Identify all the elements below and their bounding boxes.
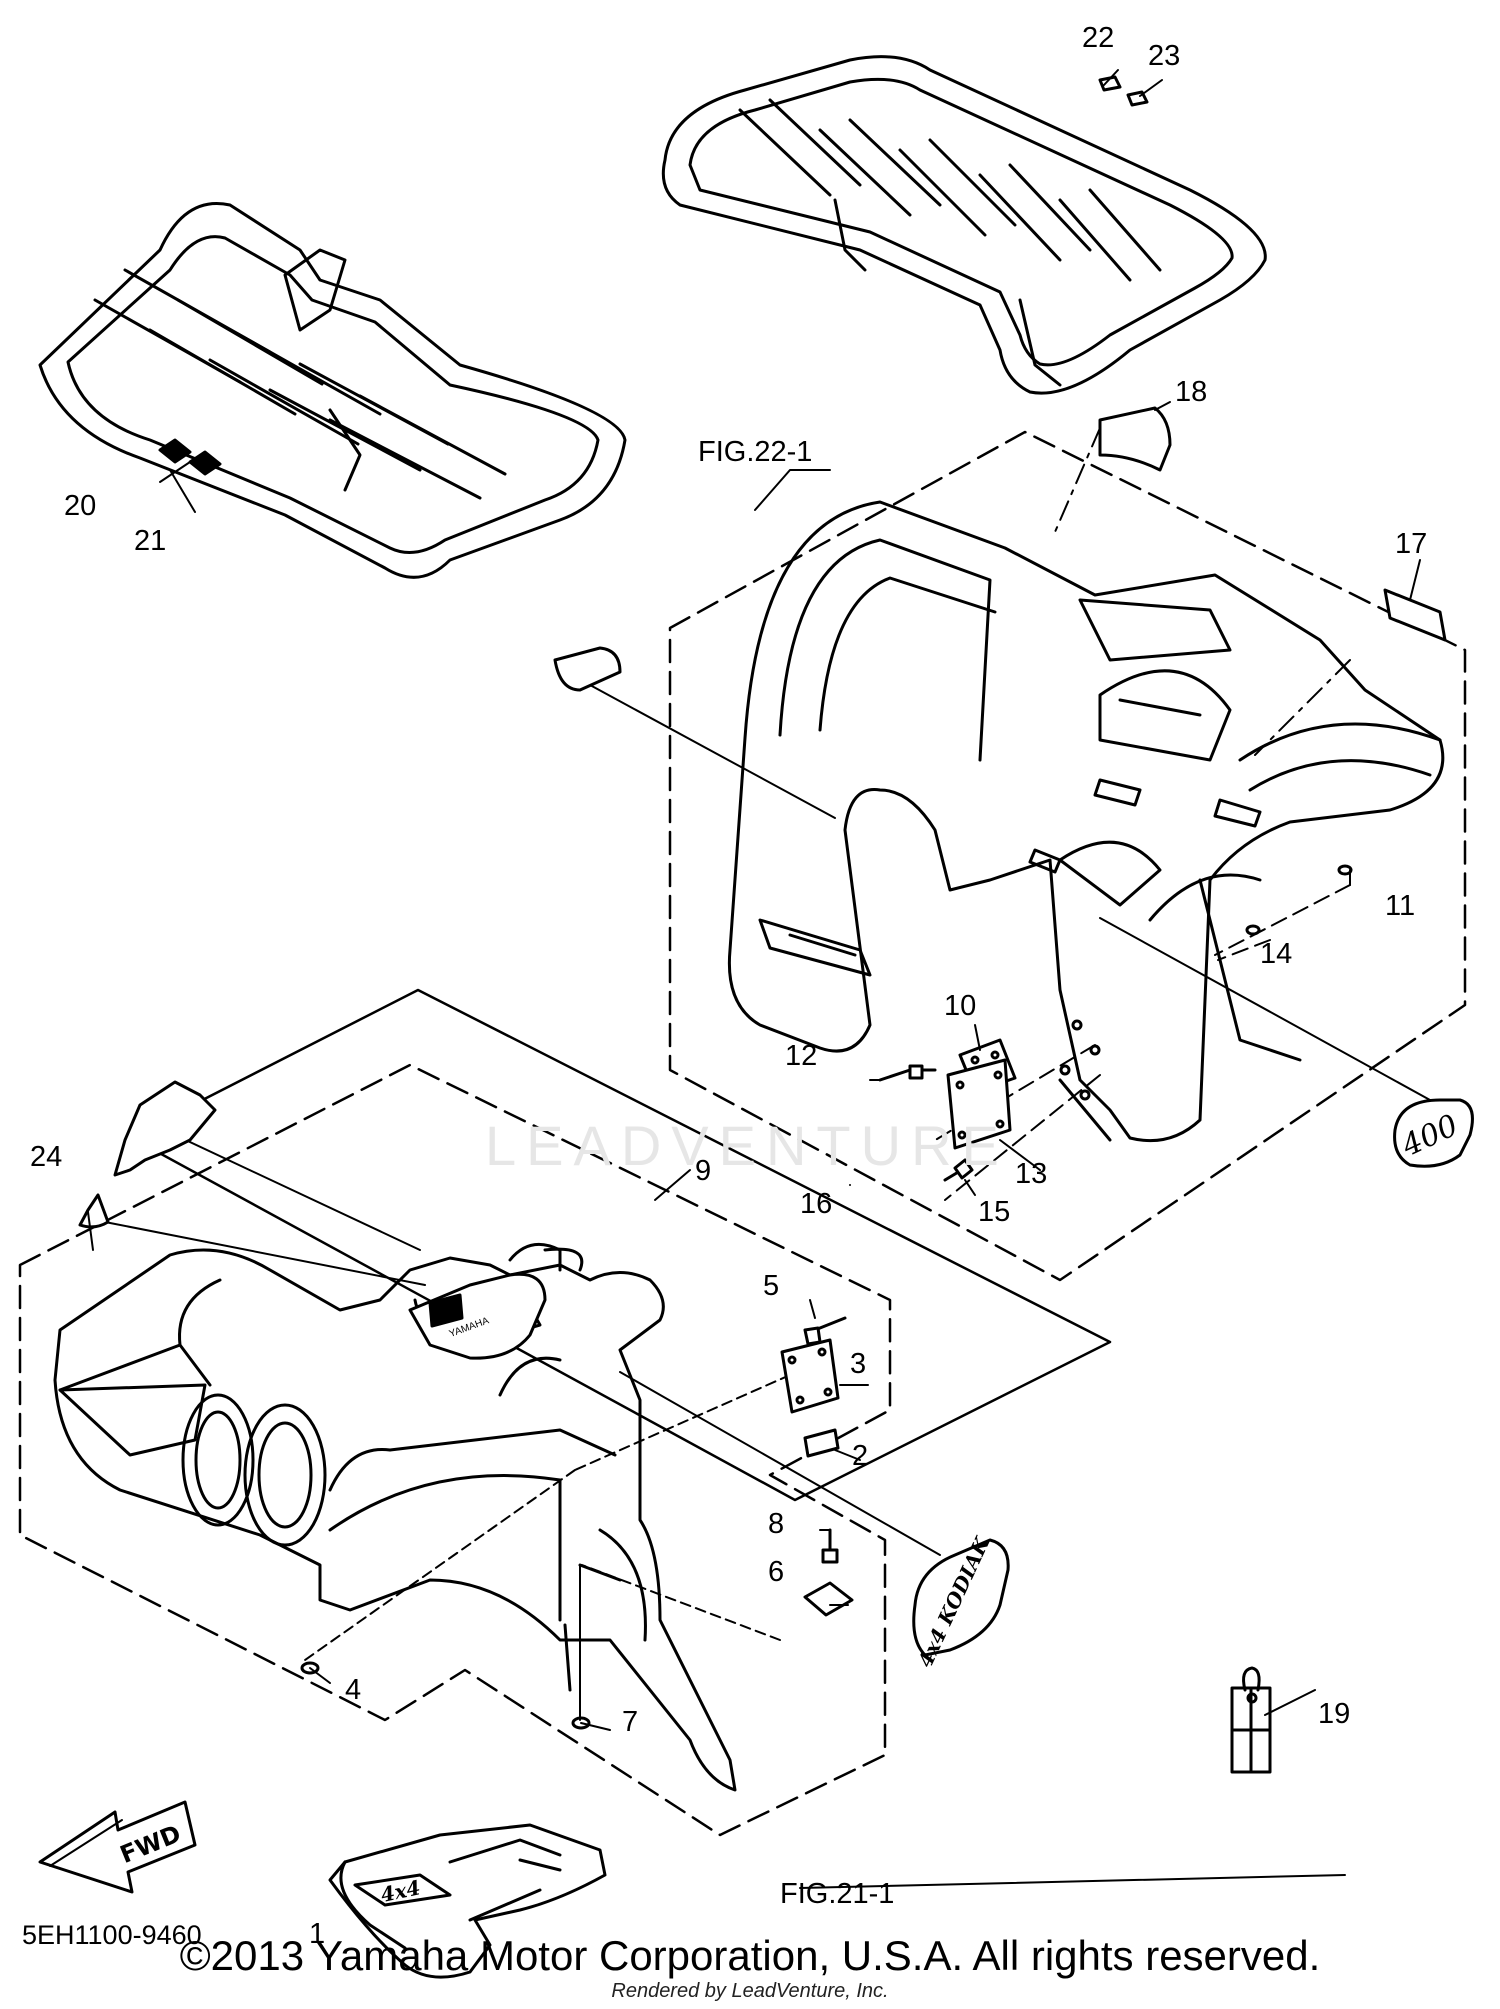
callout-12: 12 [785,1040,818,1072]
part-7-clip [571,1716,591,1730]
front-leader-lines [104,1134,941,1721]
copyright-notice: ©2013 Yamaha Motor Corporation, U.S.A. A… [179,1932,1321,1979]
callout-22: 22 [1082,22,1115,54]
callout-1: 1 [309,1918,326,1950]
part-19-tag [1230,1666,1316,1774]
part-1-front-badge: 4x4 [328,1823,607,1979]
rear-carrier-rack [661,55,1267,395]
callout-11: 11 [1385,890,1416,922]
part-17-decal [1383,588,1447,642]
front-fender-frame-9 [128,988,1112,1502]
tank-panel: YAMAHA [408,1242,584,1360]
part-4-clip [300,1661,320,1675]
callout-19: 19 [1318,1698,1351,1730]
callout-24: 24 [30,1141,63,1173]
front-fender [53,1248,737,1792]
callout-21: 21 [134,525,167,557]
rendered-by-notice: Rendered by LeadVenture, Inc. [611,1980,889,2002]
callout-7: 7 [622,1706,639,1738]
rear-fender-group-box [668,430,1467,1282]
callout-6: 6 [768,1556,785,1588]
part-18-decal [1098,406,1172,472]
watermark: LEADVENTURE [485,1114,1009,1177]
part-12-bolt [878,1064,937,1082]
part-left-decal [553,646,622,692]
callout-17: 17 [1395,528,1428,560]
fig-ref-front: FIG.21-1 [780,1878,895,1910]
rear-leader-lines [589,427,1431,1201]
diagram-code: 5EH1100-9460 [22,1920,202,1950]
rear-fender [727,500,1445,1143]
part-24-decal [78,1193,110,1229]
part-15-bolt [943,1158,974,1182]
callout-13: 13 [1015,1158,1048,1190]
part-13-plate [946,1058,1012,1150]
part-kodiak-badge: 4x4 KODIAK [912,1532,1010,1671]
part-8-bolt [821,1528,839,1564]
part-3-plate [780,1338,840,1414]
part-14-clip [1245,924,1261,936]
callout-9: 9 [695,1155,712,1187]
part-6-bracket [803,1581,854,1617]
part-400-badge: 400 [1393,1098,1474,1168]
part-top-decal [113,1080,217,1177]
callout-5: 5 [763,1270,780,1302]
front-carrier-rack [38,202,627,579]
callout-leaders [87,69,1421,1889]
front-fender-group-box [18,1063,892,1837]
callout-20: 20 [64,490,97,522]
callout-14: 14 [1260,938,1293,970]
callout-3: 3 [850,1348,867,1380]
callout-2: 2 [852,1440,869,1472]
part-2-pad [803,1428,840,1458]
callout-23: 23 [1148,40,1181,72]
callout-18: 18 [1175,376,1208,408]
callout-4: 4 [345,1674,362,1706]
callout-10: 10 [944,990,977,1022]
fig-ref-rear: FIG.22-1 [698,436,813,468]
callout-16: 16 [800,1188,833,1220]
fwd-arrow: FWD [38,1800,197,1894]
callout-15: 15 [978,1196,1011,1228]
callout-8: 8 [768,1508,785,1540]
